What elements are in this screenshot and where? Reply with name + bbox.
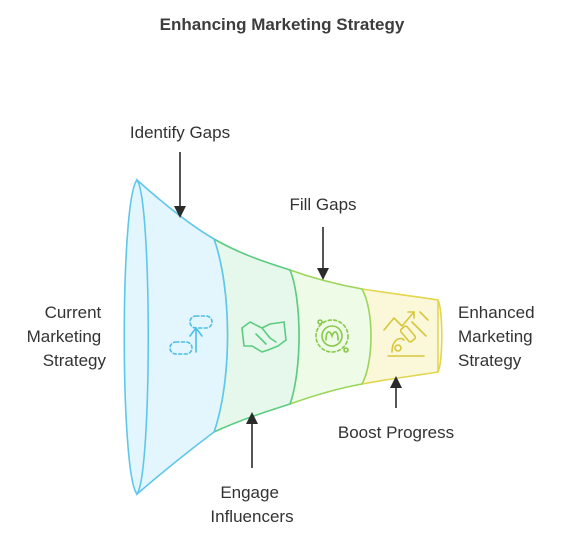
arrow-engage-influencers — [246, 412, 258, 468]
microscope-growth-icon — [383, 311, 429, 357]
arrow-fill-gaps — [317, 227, 329, 280]
funnel-mouth — [123, 178, 150, 496]
stage-label-engage-influencers: Engage Influencers — [210, 483, 293, 526]
puzzle-gear-icon — [315, 319, 349, 353]
start-label: Current Marketing Strategy — [27, 303, 107, 370]
funnel-end-cap — [437, 299, 443, 373]
handshake-icon — [241, 321, 287, 353]
dashed-arrow-up-icon — [169, 315, 213, 355]
arrow-boost-progress — [390, 376, 402, 408]
funnel-segment-identify-gaps — [136, 178, 229, 496]
end-label: Enhanced Marketing Strategy — [458, 303, 539, 370]
funnel — [123, 178, 443, 496]
arrow-identify-gaps — [174, 152, 186, 218]
funnel-segment-fill-gaps — [288, 268, 372, 406]
diagram-title: Enhancing Marketing Strategy — [160, 15, 405, 34]
stage-label-fill-gaps: Fill Gaps — [289, 195, 356, 214]
stage-label-identify-gaps: Identify Gaps — [130, 123, 230, 142]
stage-label-boost-progress: Boost Progress — [338, 423, 454, 442]
